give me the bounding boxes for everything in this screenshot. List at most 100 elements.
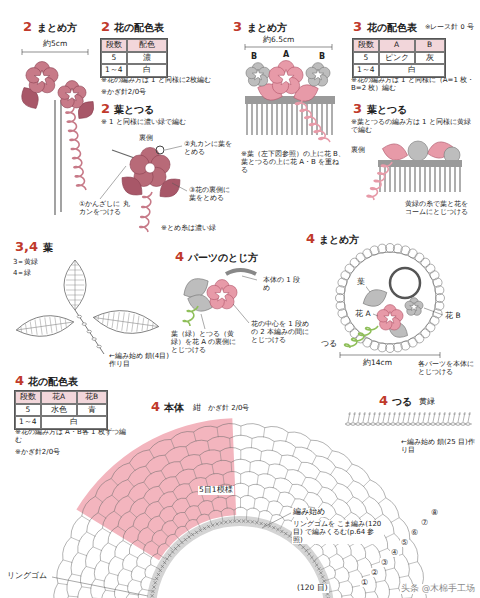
chain-arc	[295, 499, 309, 507]
tall-stitch	[180, 462, 184, 471]
stitch-mark	[67, 275, 83, 276]
chain-arc	[150, 553, 157, 564]
chain-arc	[157, 543, 165, 553]
section-number: 3	[232, 20, 243, 35]
tall-stitch	[108, 543, 117, 548]
table-cell: 白	[41, 416, 107, 429]
section-heading: つる	[391, 396, 413, 408]
table-cell: 1～4	[353, 64, 379, 77]
chain-arc	[322, 487, 337, 499]
comb-tooth	[449, 167, 451, 192]
tall-stitch	[176, 477, 180, 486]
comb-tooth	[429, 167, 431, 192]
chain-arc	[282, 455, 302, 462]
tall-stitch	[292, 447, 295, 456]
tall-stitch	[172, 506, 177, 514]
wreath-loop	[421, 258, 430, 267]
dimension-tick	[440, 352, 441, 358]
chain-arc	[288, 432, 311, 440]
chain-base	[345, 424, 472, 425]
chain-arc	[262, 450, 282, 456]
chain-stitch	[451, 423, 455, 426]
colour-table: 段数AB5ピンク灰1～4白	[352, 38, 446, 78]
tall-stitch	[321, 566, 330, 570]
chain-arc	[198, 501, 212, 507]
tall-stitch	[371, 562, 380, 565]
dimension-tick	[22, 49, 23, 55]
chain-arc	[158, 492, 173, 502]
colour-table: 段数配色5濃1～4白	[100, 38, 168, 78]
note-text: 紺	[192, 403, 202, 412]
tall-stitch	[347, 481, 354, 489]
section-number: 2	[100, 102, 111, 117]
row-number: ③	[380, 558, 389, 567]
single-crochet-mark	[199, 529, 202, 532]
single-crochet-mark	[151, 590, 154, 593]
chain-stitch	[446, 423, 450, 426]
tall-stitch	[148, 527, 155, 534]
tall-stitch	[346, 464, 352, 472]
tall-stitch	[132, 580, 142, 583]
chain-stitch	[82, 323, 86, 326]
wreath-loop	[341, 316, 350, 325]
colour-table: 段数花A花B5水色青1～4白	[14, 390, 108, 430]
chain-arc	[247, 508, 260, 512]
chain-stitch	[381, 423, 385, 426]
tall-stitch	[173, 521, 179, 529]
tall-stitch	[408, 412, 410, 422]
tall-stitch	[383, 414, 386, 415]
tall-stitch	[288, 484, 292, 493]
dimension-tick	[332, 44, 333, 50]
flower-center-star	[215, 288, 229, 302]
chain-arc	[292, 484, 308, 492]
watermark: 头条 @木棉手工场	[400, 584, 476, 594]
chain-arc	[269, 464, 288, 470]
tall-stitch	[448, 414, 451, 415]
chain-arc	[54, 583, 58, 598]
stitch-mark	[65, 319, 66, 327]
tall-stitch	[328, 554, 337, 559]
chain-arc	[308, 492, 323, 502]
tall-stitch	[217, 427, 218, 437]
chain-arc	[173, 512, 185, 520]
chain-stitch	[441, 423, 445, 426]
comb-tooth	[256, 104, 258, 135]
row-number: ④	[390, 548, 399, 557]
leaf-chart	[92, 307, 160, 338]
chain-arc	[348, 581, 353, 595]
single-crochet-mark	[152, 585, 155, 588]
chain-arc	[260, 510, 273, 515]
single-crochet-mark	[161, 565, 164, 568]
stitch-mark	[127, 313, 130, 331]
tall-stitch	[363, 412, 365, 422]
leader-line	[100, 166, 126, 199]
table-cell: ピンク	[379, 52, 415, 65]
single-crochet-mark	[195, 531, 198, 534]
tall-stitch	[158, 501, 164, 509]
chain-stitch	[426, 423, 430, 426]
leader-line	[373, 314, 378, 316]
note-text: 各パーツを本体に とじつける	[417, 360, 477, 376]
tall-stitch	[331, 483, 337, 491]
tall-stitch	[58, 583, 68, 584]
tall-stitch	[208, 441, 210, 451]
tall-stitch	[260, 451, 261, 461]
tall-stitch	[285, 470, 288, 479]
leaf-outline	[92, 307, 160, 338]
leaf-motif	[380, 141, 409, 163]
chain-arc	[162, 521, 173, 530]
comb-tooth	[414, 167, 416, 192]
single-crochet-mark	[229, 520, 232, 523]
table-header: 段数	[15, 391, 41, 404]
comb-tooth	[419, 167, 421, 192]
tall-stitch	[363, 480, 370, 487]
single-crochet-mark	[184, 538, 187, 541]
chain-arc	[102, 511, 114, 528]
tall-stitch	[240, 450, 241, 460]
chain-arc	[71, 553, 78, 574]
stitch-mark	[50, 317, 52, 333]
chain-arc	[385, 580, 390, 598]
note-text: (120 目)	[296, 584, 329, 593]
chain-stitch	[406, 423, 410, 426]
table-header: B	[415, 39, 445, 52]
